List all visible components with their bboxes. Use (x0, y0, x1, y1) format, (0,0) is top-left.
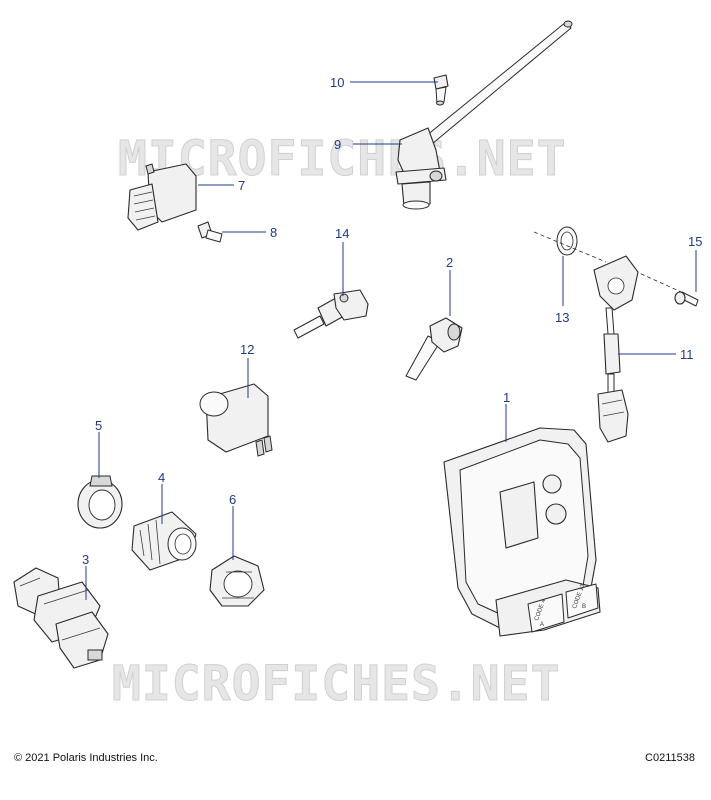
callout-4: 4 (158, 470, 165, 485)
part-5-ring-nut (77, 475, 123, 529)
part-6-lock-nut (209, 555, 265, 607)
callout-13: 13 (555, 310, 569, 325)
part-8-bolt (197, 221, 223, 243)
part-15-screw (674, 291, 699, 307)
callouts: 1 2 3 4 5 6 7 8 9 10 11 12 13 14 15 (82, 75, 702, 567)
callout-15: 15 (688, 234, 702, 249)
part-4-connector-sleeve (131, 511, 197, 571)
callout-5: 5 (95, 418, 102, 433)
watermark-bottom: MICROFICHES.NET (112, 656, 560, 712)
part-14-temp-sensor (293, 289, 369, 339)
part-9-sensor (395, 20, 573, 210)
copyright-text: © 2021 Polaris Industries Inc. (14, 752, 158, 764)
callout-1: 1 (503, 390, 510, 405)
callout-11: 11 (680, 347, 694, 362)
callout-8: 8 (270, 225, 277, 240)
part-1-ecu: CODE 4 A CODE 13 B (443, 427, 601, 637)
callout-10: 10 (330, 75, 344, 90)
part-11-sensor-harness (593, 255, 639, 443)
ecu-code-a-sub: A (540, 622, 544, 628)
ecu-code-b-sub: B (582, 604, 586, 610)
part-7-sensor-module (127, 163, 197, 231)
callout-2: 2 (446, 255, 453, 270)
drawing-code: C0211538 (645, 752, 695, 764)
part-3-connector (13, 567, 109, 669)
part-2-sensor (405, 317, 463, 381)
part-13-o-ring (556, 226, 578, 256)
leader-lines (85, 81, 697, 600)
callout-12: 12 (240, 342, 254, 357)
assembly-line (533, 231, 691, 297)
callout-14: 14 (335, 226, 349, 241)
callout-6: 6 (229, 492, 236, 507)
callout-9: 9 (334, 137, 341, 152)
part-10-bolt (433, 74, 449, 106)
part-12-relay (199, 383, 273, 457)
callout-7: 7 (238, 178, 245, 193)
callout-3: 3 (82, 552, 89, 567)
